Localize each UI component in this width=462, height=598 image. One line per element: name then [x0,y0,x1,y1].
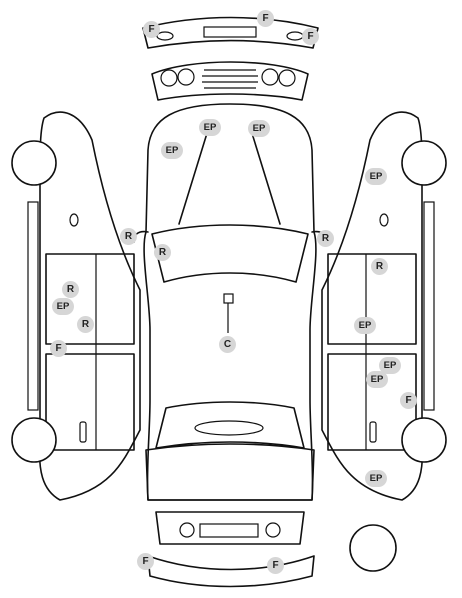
car-right-side [321,111,447,501]
code-badge-f: F [143,21,160,38]
code-badge-r: R [154,244,171,261]
code-badge-r: R [77,316,94,333]
code-badge-ep: EP [366,371,388,388]
code-badge-ep: EP [52,298,74,315]
code-badge-ep: EP [248,120,270,137]
code-badge-ep: EP [354,317,376,334]
code-badge-r: R [120,228,137,245]
code-badge-r: R [371,258,388,275]
code-badge-f: F [267,557,284,574]
code-badge-f: F [257,10,274,27]
front-bumper [142,16,319,49]
code-badge-c: C [219,336,236,353]
code-badge-r: R [62,281,79,298]
code-badge-f: F [400,392,417,409]
code-badge-ep: EP [161,142,183,159]
code-badge-ep: EP [365,168,387,185]
code-badge-ep: EP [199,119,221,136]
car-body-top-view [132,103,328,501]
spare-wheel [349,524,397,572]
car-left-side [11,111,141,501]
code-badge-ep: EP [379,357,401,374]
code-badge-f: F [50,340,67,357]
code-badge-f: F [137,553,154,570]
rear-bumper [147,511,315,588]
code-badge-r: R [317,230,334,247]
code-badge-ep: EP [365,470,387,487]
front-grille [151,61,309,101]
code-badge-f: F [302,28,319,45]
